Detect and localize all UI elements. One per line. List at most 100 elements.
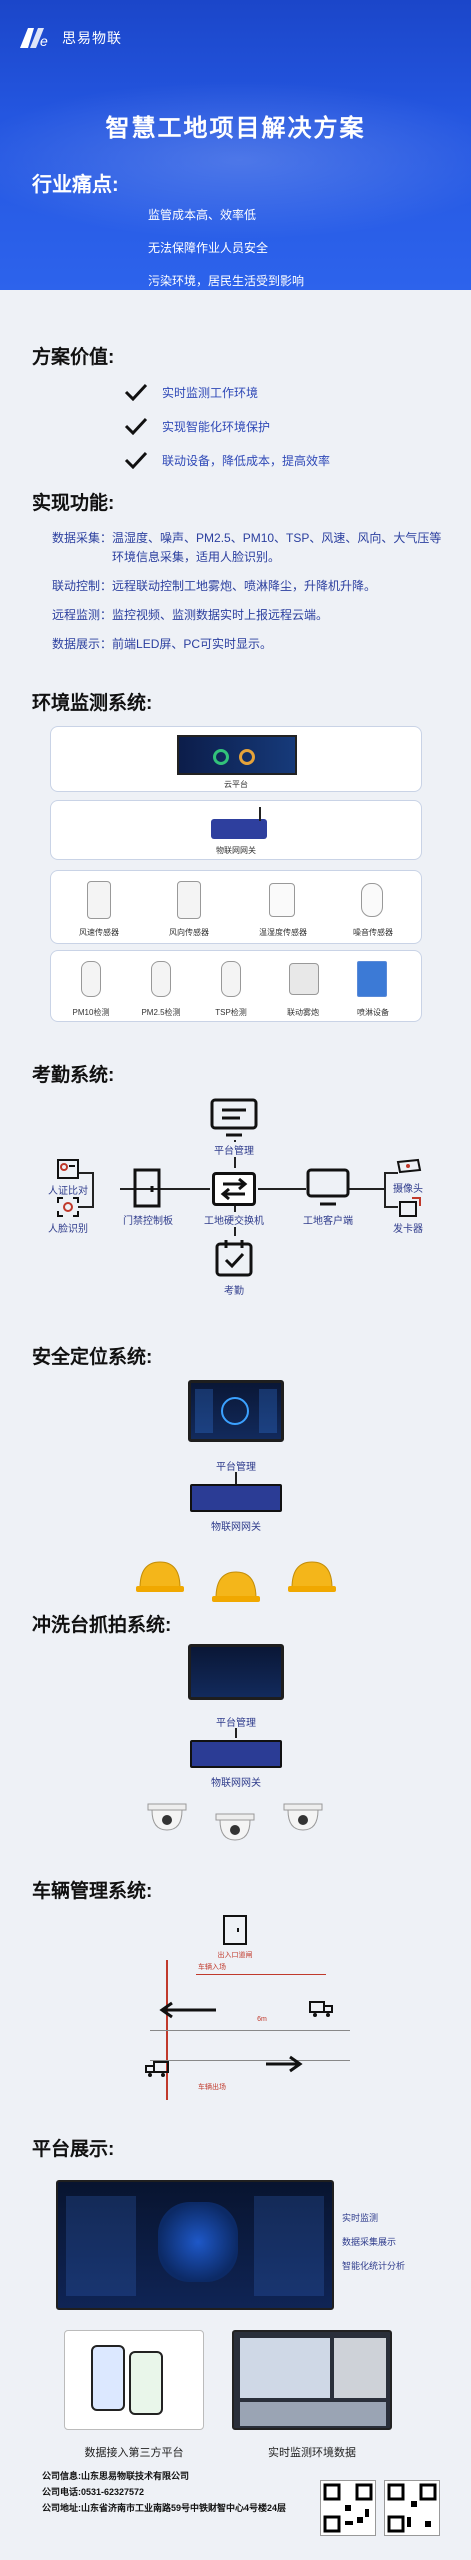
- monitor-screenshot: [232, 2330, 392, 2430]
- wash-platform-screen: [188, 1644, 284, 1700]
- card-label: 发卡器: [393, 1224, 423, 1235]
- value-item-label: 联动设备，降低成本，提高效率: [162, 453, 331, 468]
- sensor-label: 风速传感器: [79, 928, 119, 937]
- vehicle-title: 车辆管理系统:: [32, 1881, 153, 1902]
- safety-title: 安全定位系统:: [32, 1347, 153, 1368]
- gate-box-label: 出入口道闸: [217, 1952, 253, 1959]
- wind-direction-sensor-icon: [177, 881, 201, 919]
- wash-section: 冲洗台抓拍系统:: [0, 1610, 471, 1637]
- value-section: 方案价值: 实时监测工作环境 实现智能化环境保护 联动设备，降低成本，提高效率: [0, 342, 471, 485]
- wash-gateway-label: 物联网网关: [211, 1778, 261, 1789]
- helmet-icon: [286, 1558, 338, 1596]
- functions-section: 实现功能: 数据采集：温湿度、噪声、PM2.5、PM10、TSP、风速、风向、大…: [0, 488, 471, 664]
- client-icon: [306, 1168, 350, 1206]
- connector-line: [348, 1188, 384, 1190]
- connector-line: [92, 1172, 94, 1208]
- pain-item: 无法保障作业人员安全: [148, 241, 269, 255]
- wind-speed-sensor-icon: [87, 881, 111, 919]
- monitor-icon: [210, 1098, 258, 1137]
- pain-item: 污染环境，居民生活受到影响: [148, 274, 305, 288]
- attendance-title: 考勤系统:: [32, 1065, 115, 1086]
- third-party-screenshot: [64, 2330, 204, 2430]
- dome-camera-icon: [282, 1802, 324, 1832]
- temp-humidity-sensor-icon: [269, 883, 295, 917]
- qr-code[interactable]: [384, 2480, 440, 2536]
- tsp-icon: [221, 961, 241, 997]
- connector-line: [235, 1728, 237, 1738]
- helmet-icon: [134, 1558, 186, 1596]
- fog-cannon-icon: [289, 963, 319, 995]
- function-key: 远程监测：: [52, 608, 113, 622]
- function-key: 联动控制：: [52, 579, 113, 593]
- card-reader-icon: [399, 1197, 421, 1217]
- vehicle-in-label: 车辆入场: [198, 1964, 226, 1971]
- arrow-right-icon: [266, 2055, 303, 2073]
- lane-divider: [150, 2060, 350, 2061]
- wash-platform-label: 平台管理: [216, 1718, 256, 1729]
- pain-list: 监管成本高、效率低 无法保障作业人员安全 污染环境，居民生活受到影响: [148, 206, 304, 290]
- footer-address: 公司地址:山东省济南市工业南路59号中铁财智中心4号楼24层: [42, 2503, 287, 2513]
- distance-label: 6m: [257, 2016, 267, 2023]
- pm10-icon: [81, 961, 101, 997]
- gate-label: 门禁控制板: [123, 1216, 173, 1227]
- lane-marker: [196, 1974, 326, 1975]
- value-list: 实时监测工作环境 实现智能化环境保护 联动设备，降低成本，提高效率: [124, 383, 471, 469]
- sensor-row: 风速传感器 风向传感器 温湿度传感器 噪音传感器: [50, 870, 422, 944]
- function-value: 远程联动控制工地雾炮、喷淋降尘，升降机升降。: [112, 579, 377, 593]
- device-row: PM10检测 PM2.5检测 TSP检测 联动雾炮 喷淋设备: [50, 950, 422, 1022]
- dome-camera-icon: [214, 1812, 256, 1842]
- connector-line: [384, 1206, 398, 1208]
- truck-icon: [309, 2001, 333, 2017]
- sprinkler-icon: [357, 961, 387, 997]
- gate-icon: [133, 1168, 161, 1208]
- id-card-icon: [57, 1159, 79, 1179]
- value-item: 联动设备，降低成本，提高效率: [124, 451, 471, 469]
- footer-company: 公司信息:山东思易物联技术有限公司: [42, 2471, 189, 2481]
- device-label: PM2.5检测: [141, 1008, 181, 1017]
- gateway-device: [211, 819, 267, 839]
- connector-line: [120, 1188, 210, 1190]
- function-item: 数据展示：前端LED屏、PC可实时显示。: [52, 635, 452, 654]
- qr-code[interactable]: [320, 2480, 376, 2536]
- device-label: 喷淋设备: [357, 1008, 389, 1017]
- dome-camera-icon: [146, 1802, 188, 1832]
- gateway-device: [190, 1484, 282, 1512]
- function-value: 前端LED屏、PC可实时显示。: [112, 637, 273, 651]
- connector-line: [384, 1172, 386, 1208]
- safety-gateway-label: 物联网网关: [211, 1522, 261, 1533]
- gate-box-icon: [223, 1915, 247, 1945]
- function-value: 温湿度、噪声、PM2.5、PM10、TSP、风速、风向、大气压等环境信息采集，适…: [112, 531, 442, 564]
- brand-logo[interactable]: e 思易物联: [18, 26, 122, 50]
- function-item: 远程监测：监控视频、监测数据实时上报远程云端。: [52, 606, 452, 625]
- function-key: 数据采集：: [52, 531, 113, 545]
- vehicle-section: 车辆管理系统:: [0, 1876, 471, 1903]
- face-scan-icon: [57, 1197, 79, 1217]
- connector-line: [384, 1172, 398, 1174]
- sensor-label: 噪音传感器: [353, 928, 393, 937]
- client-label: 工地客户端: [303, 1212, 353, 1227]
- logo-icon: e: [20, 28, 48, 49]
- platform-feature: 智能化统计分析: [342, 2261, 406, 2271]
- cloud-label: 云平台: [224, 780, 248, 789]
- gateway-device: [190, 1740, 282, 1768]
- attendance-section: 考勤系统:: [0, 1060, 471, 1087]
- pain-item: 监管成本高、效率低: [148, 208, 257, 222]
- calendar-icon: [215, 1240, 253, 1277]
- function-key: 数据展示：: [52, 637, 113, 651]
- device-label: PM10检测: [72, 1008, 110, 1017]
- platform-title: 平台展示:: [32, 2139, 115, 2160]
- pain-title: 行业痛点:: [32, 174, 119, 196]
- platform-screen: [188, 1380, 284, 1442]
- vehicle-out-label: 车辆出场: [198, 2084, 226, 2091]
- check-icon: [124, 417, 148, 435]
- platform-feature: 数据采集展示: [342, 2237, 397, 2247]
- page-title: 智慧工地项目解决方案: [105, 115, 366, 142]
- device-label: 联动雾炮: [287, 1008, 319, 1017]
- lane-divider: [150, 2030, 350, 2031]
- connector-line: [235, 1472, 237, 1484]
- cloud-row: 云平台: [50, 726, 422, 792]
- switch-icon: [212, 1172, 256, 1206]
- truck-icon: [145, 2061, 169, 2077]
- gateway-row: 物联网网关: [50, 800, 422, 860]
- value-item: 实时监测工作环境: [124, 383, 471, 401]
